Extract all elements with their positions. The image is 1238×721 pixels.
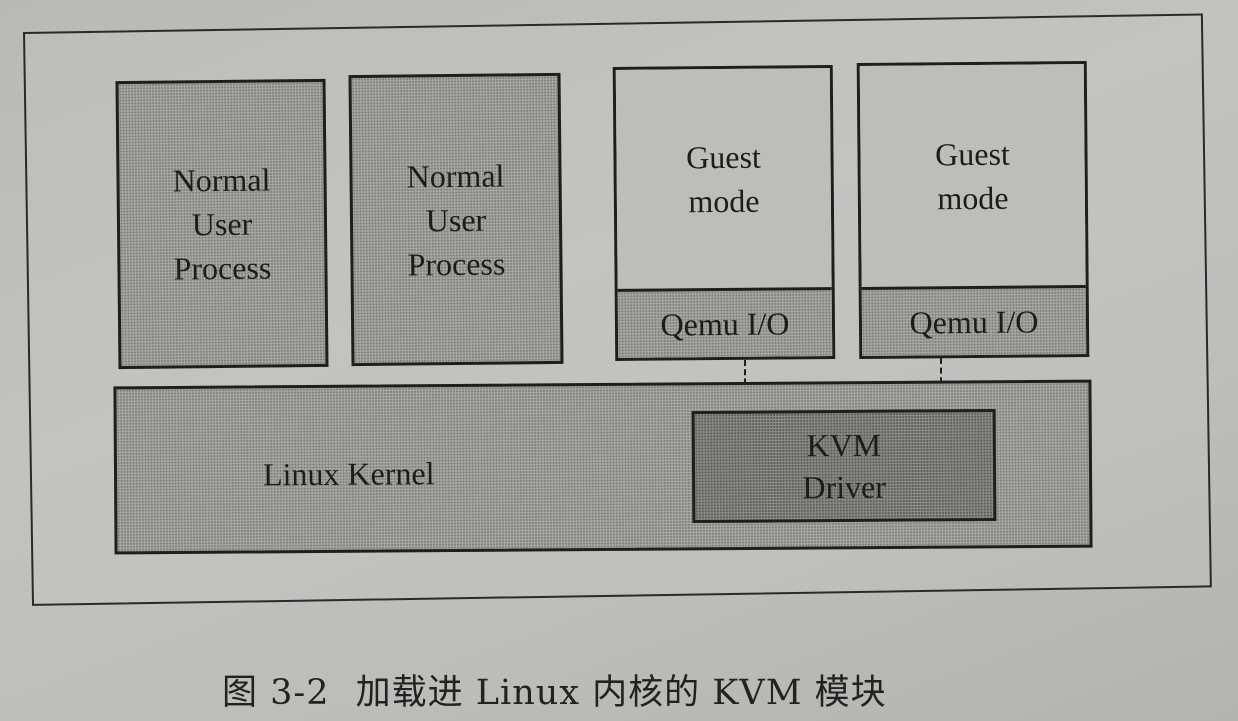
figure-title: 加载进 Linux 内核的 KVM 模块	[355, 673, 887, 713]
guest-mode-box-2: Guest mode Qemu I/O	[856, 61, 1090, 359]
guest-mode-area: Guest mode	[615, 68, 832, 289]
guest-mode-box-1: Guest mode Qemu I/O	[612, 65, 836, 361]
box-label-line: Guest	[935, 135, 1010, 172]
box-label-line: Process	[173, 249, 272, 287]
normal-user-process-box-1: Normal User Process	[115, 78, 329, 370]
box-label-line: mode	[937, 179, 1009, 216]
figure-number: 图 3-2	[222, 673, 330, 713]
box-label-line: mode	[688, 182, 760, 219]
box-label-line: Normal	[172, 161, 271, 199]
kvm-driver-box: KVM Driver	[691, 408, 997, 524]
box-label-line: KVM	[806, 426, 882, 464]
qemu-io-section: Qemu I/O	[861, 285, 1087, 356]
box-label-line: Guest	[686, 138, 761, 175]
box-label-line: User	[191, 205, 253, 243]
guest-mode-area: Guest mode	[859, 64, 1086, 287]
qemu-io-section: Qemu I/O	[617, 287, 833, 358]
linux-kernel-label: Linux Kernel	[262, 455, 435, 493]
box-label-line: Process	[407, 244, 506, 283]
box-label-line: User	[425, 201, 487, 238]
box-label-line: Driver	[802, 468, 887, 506]
box-label-line: Normal	[406, 156, 505, 195]
figure-caption: 图 3-2 加载进 Linux 内核的 KVM 模块	[222, 664, 901, 715]
normal-user-process-box-2: Normal User Process	[348, 72, 564, 367]
